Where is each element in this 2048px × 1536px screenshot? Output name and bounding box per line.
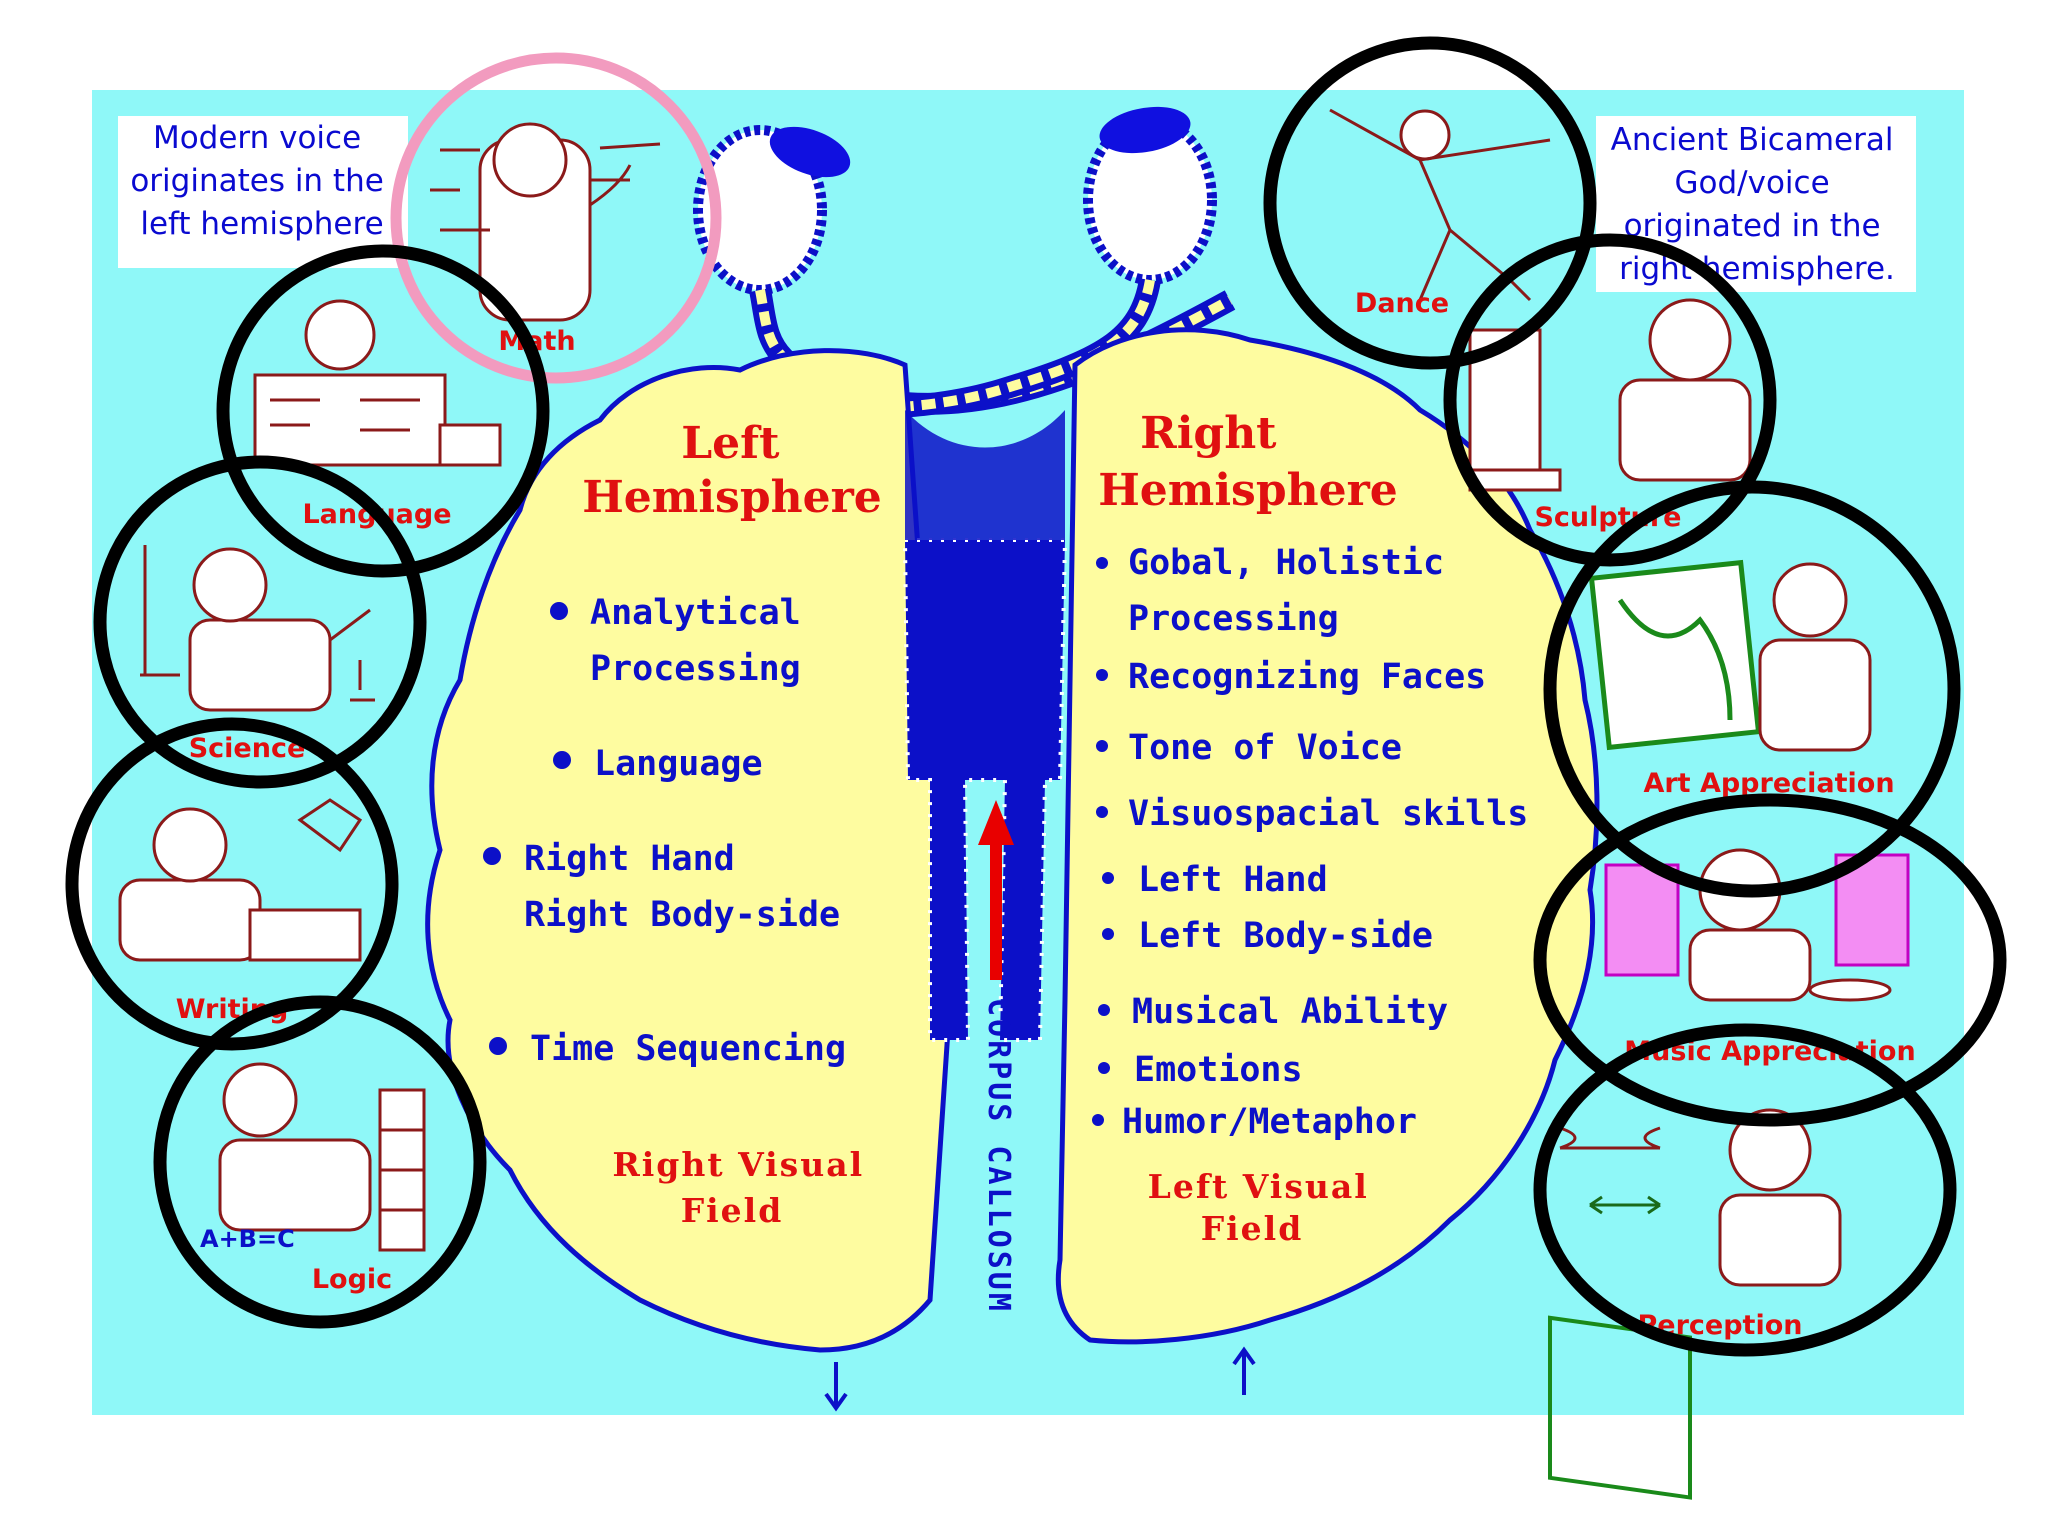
left-title-line-2: Hemisphere — [582, 472, 882, 523]
left-function-3b: Right Body-side — [524, 895, 840, 935]
left-function-4: Time Sequencing — [530, 1029, 846, 1069]
note-left-line-1: Modern voice — [153, 120, 361, 156]
bullet — [550, 602, 568, 620]
right-function-4: Visuospacial skills — [1128, 794, 1528, 834]
corpus-callosum-label: CORPUS CALLOSUM — [981, 998, 1016, 1314]
lvf-line-1: Left Visual — [1148, 1167, 1369, 1206]
left-function-2: Language — [594, 744, 763, 784]
left-title-line-1: Left — [681, 418, 780, 469]
right-function-6: Left Body-side — [1138, 916, 1433, 956]
activity-label-logic: Logic — [312, 1264, 392, 1295]
note-left-line-2: originates in the — [130, 163, 383, 199]
note-right: Ancient Bicameral God/voice originated i… — [1596, 116, 1916, 292]
bullet — [483, 847, 501, 865]
right-function-1b: Processing — [1128, 599, 1339, 639]
left-function-1b: Processing — [590, 649, 801, 689]
right-function-7: Musical Ability — [1132, 992, 1448, 1032]
right-function-3: Tone of Voice — [1128, 728, 1402, 768]
note-right-line-3: originated in the — [1624, 208, 1881, 244]
logic-formula: A+B=C — [200, 1225, 295, 1253]
bullet — [489, 1037, 507, 1055]
bullet — [553, 751, 571, 769]
note-right-line-4: right hemisphere. — [1619, 251, 1895, 287]
lvf-line-2: Field — [1201, 1209, 1304, 1248]
rvf-line-2: Field — [681, 1191, 784, 1230]
note-left: Modern voice originates in the left hemi… — [118, 116, 408, 268]
left-function-3a: Right Hand — [524, 839, 735, 879]
rvf-line-1: Right Visual — [612, 1145, 864, 1184]
note-right-line-1: Ancient Bicameral — [1611, 122, 1894, 158]
right-function-5: Left Hand — [1138, 860, 1328, 900]
right-function-1a: Gobal, Holistic — [1128, 543, 1444, 583]
art-appreciation-figure — [1592, 563, 1870, 750]
left-function-1a: Analytical — [590, 593, 801, 633]
svg-text:Modern voice originates: Modern voice originates in the left hemi… — [130, 120, 393, 242]
right-title-line-1: Right — [1140, 408, 1277, 459]
note-left-line-3: left hemisphere — [140, 206, 383, 242]
right-function-2: Recognizing Faces — [1128, 657, 1486, 697]
right-function-8: Emotions — [1134, 1050, 1303, 1090]
note-right-line-2: God/voice — [1674, 165, 1829, 201]
right-function-9: Humor/Metaphor — [1122, 1102, 1417, 1142]
right-title-line-2: Hemisphere — [1098, 465, 1398, 516]
activity-label-dance: Dance — [1355, 288, 1449, 319]
